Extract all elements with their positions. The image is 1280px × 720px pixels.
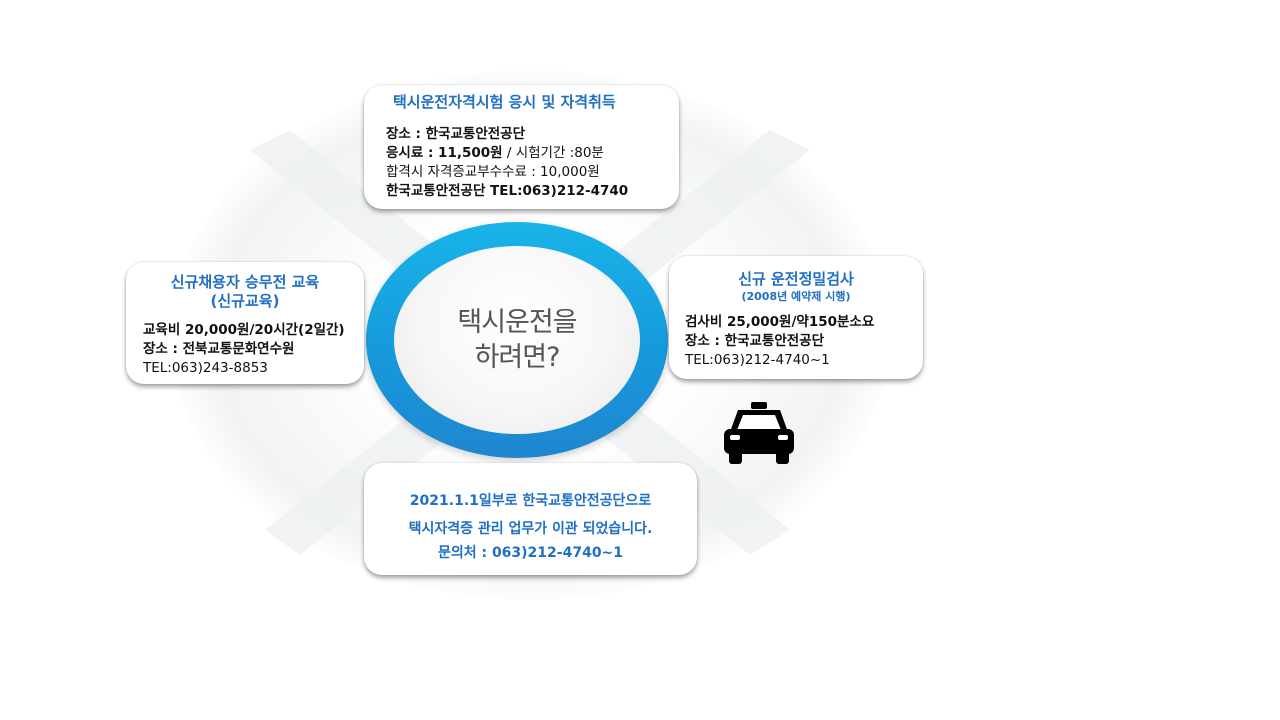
center-title-line1: 택시운전을 <box>457 307 577 338</box>
exam-location: 장소 : 한국교통안전공단 <box>386 126 525 142</box>
notice-card: 2021.1.1일부로 한국교통안전공단으로 택시자격증 관리 업무가 이관 되… <box>364 463 697 575</box>
exam-contact: 한국교통안전공단 TEL:063)212-4740 <box>386 183 629 199</box>
aptitude-test-card: 신규 운전정밀검사 (2008년 예약제 시행) 검사비 25,000원/약15… <box>669 256 923 379</box>
aptitude-fee: 검사비 25,000원/약150분소요 <box>685 314 875 330</box>
exam-fee-row: 응시료 : 11,500원 / 시험기간 :80분 <box>386 144 679 163</box>
aptitude-card-subtitle: (2008년 예약제 시행) <box>741 290 851 303</box>
exam-card: 택시운전자격시험 응시 및 자격취득 장소 : 한국교통안전공단 응시료 : 1… <box>364 85 679 209</box>
notice-contact: 문의처 : 063)212-4740~1 <box>437 545 624 561</box>
exam-duration: / 시험기간 :80분 <box>502 145 604 161</box>
training-fee: 교육비 20,000원/20시간(2일간) <box>143 322 345 338</box>
center-ring: 택시운전을 하려면? <box>366 222 668 458</box>
center-title-line2: 하려면? <box>474 342 561 373</box>
exam-license-fee: 합격시 자격증교부수수료 : 10,000원 <box>386 164 600 180</box>
center-circle: 택시운전을 하려면? <box>394 246 640 434</box>
training-location: 장소 : 전북교통문화연수원 <box>143 341 295 357</box>
notice-line2: 택시자격증 관리 업무가 이관 되었습니다. <box>408 521 653 537</box>
aptitude-card-title: 신규 운전정밀검사 <box>738 270 854 288</box>
training-title-line: 신규채용자 승무전 교육 <box>170 273 320 291</box>
training-card-title: 신규채용자 승무전 교육 (신규교육) <box>143 273 364 311</box>
aptitude-location: 장소 : 한국교통안전공단 <box>685 333 824 349</box>
exam-fee: 응시료 : 11,500원 <box>386 145 503 161</box>
training-tel: TEL:063)243-8853 <box>143 360 268 376</box>
training-subtitle: (신규교육) <box>210 292 280 310</box>
notice-line1: 2021.1.1일부로 한국교통안전공단으로 <box>409 493 652 509</box>
exam-card-title: 택시운전자격시험 응시 및 자격취득 <box>393 93 616 111</box>
aptitude-tel: TEL:063)212-4740~1 <box>685 352 830 368</box>
training-card: 신규채용자 승무전 교육 (신규교육) 교육비 20,000원/20시간(2일간… <box>126 262 364 384</box>
taxi-icon <box>724 402 794 464</box>
